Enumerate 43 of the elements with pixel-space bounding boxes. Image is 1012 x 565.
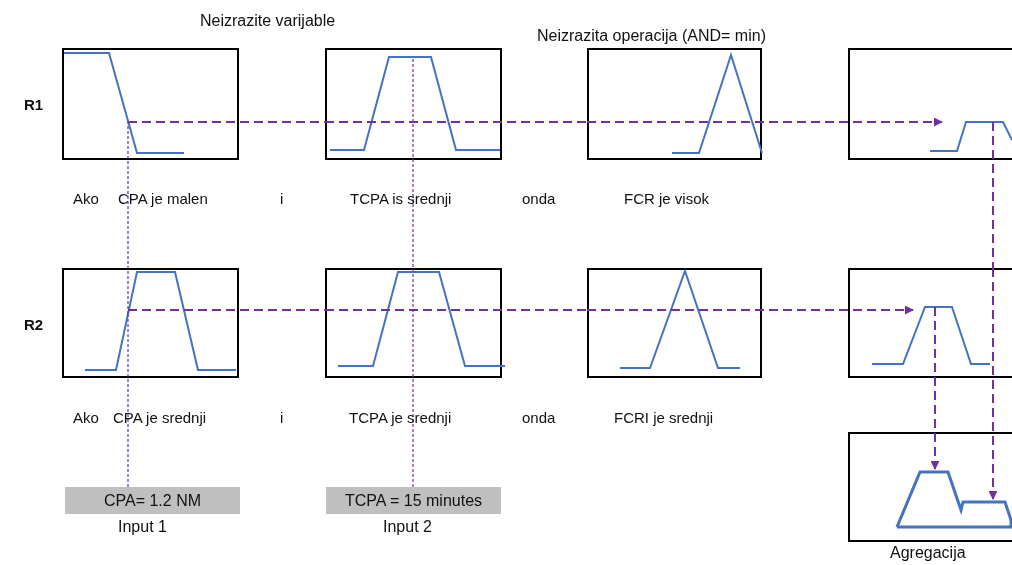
rule-word: Ako xyxy=(73,190,99,207)
rule-caption: FCR je visok xyxy=(624,190,709,207)
connector-line xyxy=(324,309,588,311)
input-label: Input 1 xyxy=(118,518,167,536)
rule-caption: CPA je malen xyxy=(118,190,208,207)
membership-plot xyxy=(325,268,502,378)
connector-line xyxy=(127,121,326,123)
input-label: Input 2 xyxy=(383,518,432,536)
connector-line xyxy=(127,120,129,315)
rule-word: i xyxy=(280,409,284,426)
arrow xyxy=(586,305,914,315)
input-value-box: CPA= 1.2 NM xyxy=(65,487,240,514)
arrow xyxy=(930,306,940,470)
rule-caption: Agregacija xyxy=(890,544,966,562)
section-heading: Neizrazite varijable xyxy=(200,12,336,30)
rule-word: Ako xyxy=(73,409,99,426)
membership-plot xyxy=(587,48,762,160)
connector-line xyxy=(412,56,414,273)
rule-caption: TCPA is srednji xyxy=(350,190,452,207)
membership-plot xyxy=(62,48,239,160)
membership-plot xyxy=(848,268,1012,378)
rule-caption: FCRI je srednji xyxy=(614,409,714,426)
membership-plot xyxy=(62,268,239,378)
arrow xyxy=(988,267,998,500)
membership-plot xyxy=(325,48,502,160)
connector-line xyxy=(127,309,326,311)
arrow xyxy=(586,117,943,127)
membership-plot xyxy=(848,48,1012,160)
rule-word: onda xyxy=(522,409,556,426)
connector-line xyxy=(127,313,129,488)
connector-line xyxy=(324,121,588,123)
section-heading: Neizrazita operacija (AND= min) xyxy=(537,27,766,45)
membership-plot xyxy=(848,432,1012,542)
rule-label: R2 xyxy=(24,316,44,333)
rule-caption: CPA je srednji xyxy=(113,409,207,426)
rule-word: i xyxy=(280,190,284,207)
rule-word: onda xyxy=(522,190,556,207)
input-value-box: TCPA = 15 minutes xyxy=(326,487,501,514)
connector-line xyxy=(992,121,994,269)
connector-line xyxy=(412,271,414,488)
membership-plot xyxy=(587,268,762,378)
rule-label: R1 xyxy=(24,96,44,113)
rule-caption: TCPA je srednji xyxy=(349,409,452,426)
